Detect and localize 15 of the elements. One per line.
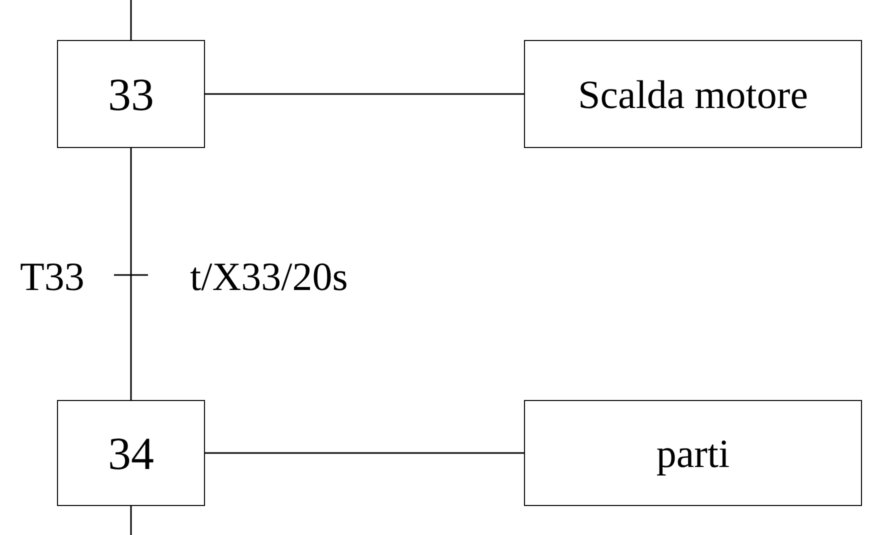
node-label: Scalda motore <box>578 70 808 118</box>
connector-line <box>205 93 524 95</box>
step-box <box>57 40 205 148</box>
connector-line <box>205 452 524 454</box>
node-label: 34 <box>108 426 154 480</box>
connector-line <box>130 0 132 40</box>
transition-name: T33 <box>20 257 84 297</box>
node-label: parti <box>656 430 730 476</box>
connector-line <box>130 148 132 400</box>
action-box <box>524 40 862 148</box>
transition-condition: t/X33/20s <box>190 257 348 297</box>
connector-line <box>130 506 132 535</box>
action-box <box>524 400 862 506</box>
node-label: 33 <box>108 68 154 120</box>
step-box <box>57 400 205 506</box>
